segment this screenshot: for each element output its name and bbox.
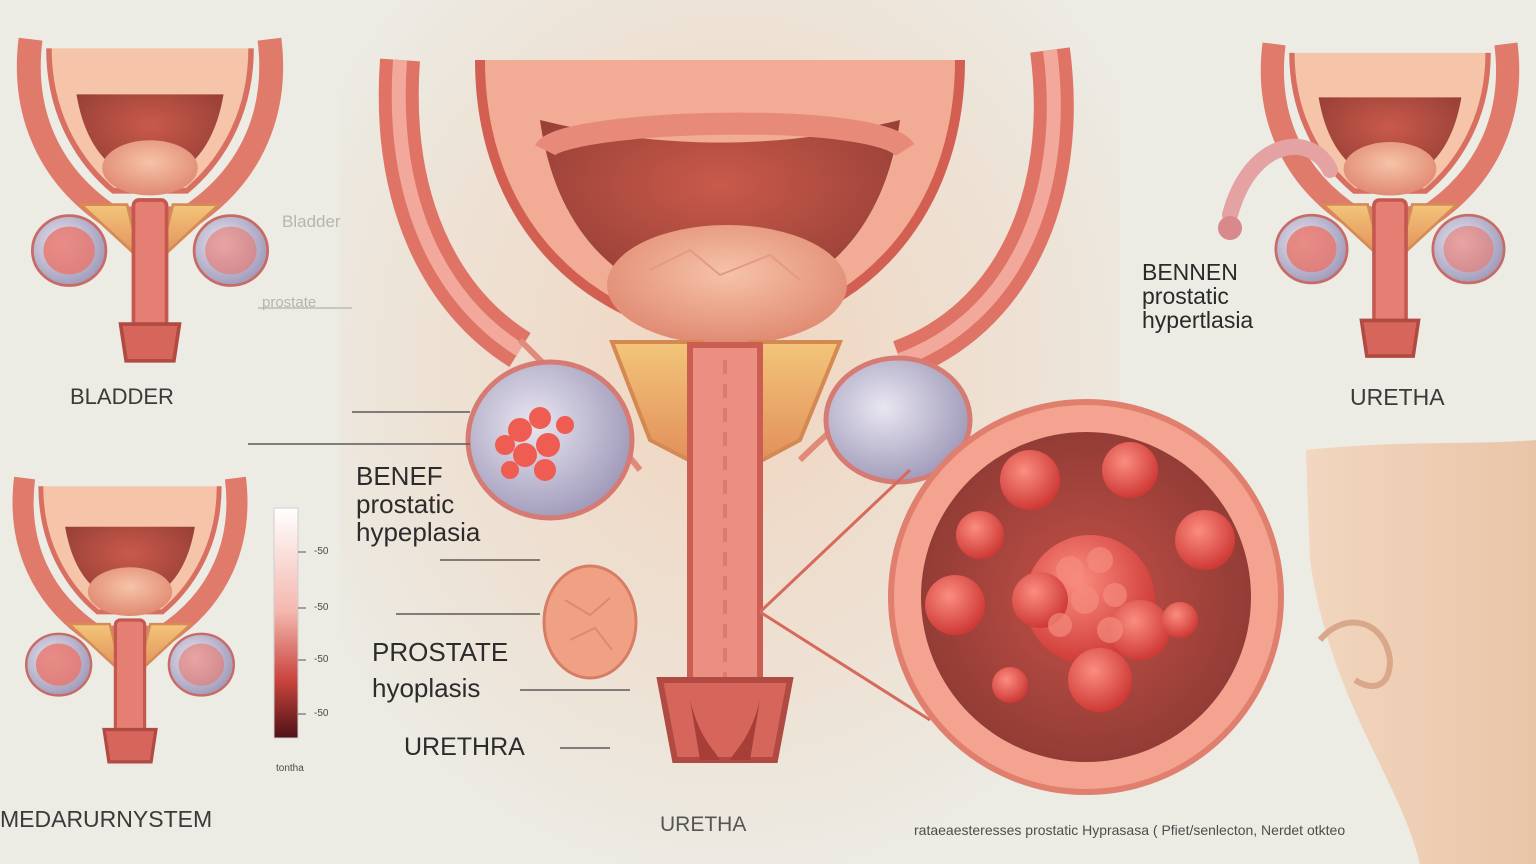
footer-caption: rataeaesteresses prostatic Hyprasasa ( P… bbox=[914, 822, 1346, 838]
leader-lines bbox=[248, 307, 630, 749]
uretha-bottom-label: URETHA bbox=[660, 813, 747, 836]
prostate-hyplasis-line-2: hyoplasis bbox=[372, 673, 481, 703]
bennen-prostatic-line-3: hypertlasia bbox=[1142, 307, 1254, 333]
benef-prostatic-line-2: prostatic bbox=[356, 489, 455, 519]
prostate-faint-label: prostate bbox=[262, 294, 317, 311]
scale-caption: tontha bbox=[276, 763, 304, 774]
bladder-dome bbox=[607, 225, 847, 345]
scale-tick-2: -50 bbox=[314, 602, 329, 613]
magnified-hyperplasia-view bbox=[888, 399, 1284, 795]
mini-anatomy-top-right bbox=[1218, 44, 1508, 356]
urinary-system-label: MEDARURNYSTEM bbox=[0, 806, 213, 832]
scale-tick-4: -50 bbox=[314, 708, 329, 719]
benef-prostatic-line-3: hypeplasia bbox=[356, 517, 481, 547]
uretha-right-label: URETHA bbox=[1350, 384, 1445, 410]
bladder-label: BLADDER bbox=[70, 384, 174, 409]
skin-region bbox=[1306, 440, 1536, 864]
bennen-prostatic-line-2: prostatic bbox=[1142, 283, 1229, 309]
color-scale bbox=[273, 507, 306, 739]
bladder-faint-label: Bladder bbox=[282, 212, 341, 231]
prostate-hyplasis-line-1: PROSTATE bbox=[372, 637, 509, 667]
bennen-prostatic-label: BENNEN prostatic hypertlasia bbox=[1142, 260, 1253, 332]
bennen-prostatic-line-1: BENNEN bbox=[1142, 259, 1238, 285]
scale-tick-3: -50 bbox=[314, 654, 329, 665]
prostate-nodule bbox=[542, 564, 638, 680]
benef-prostatic-line-1: BENEF bbox=[356, 461, 443, 491]
benef-prostatic-label: BENEF prostatic hypeplasia bbox=[356, 462, 480, 546]
urethra-mid-label: URETHRA bbox=[404, 733, 525, 761]
hyperplasia-cluster-left bbox=[495, 407, 574, 481]
prostate-hyplasis-label: PROSTATE hyoplasis bbox=[372, 634, 508, 706]
main-anatomy bbox=[378, 47, 1074, 763]
scale-tick-1: -50 bbox=[314, 546, 329, 557]
